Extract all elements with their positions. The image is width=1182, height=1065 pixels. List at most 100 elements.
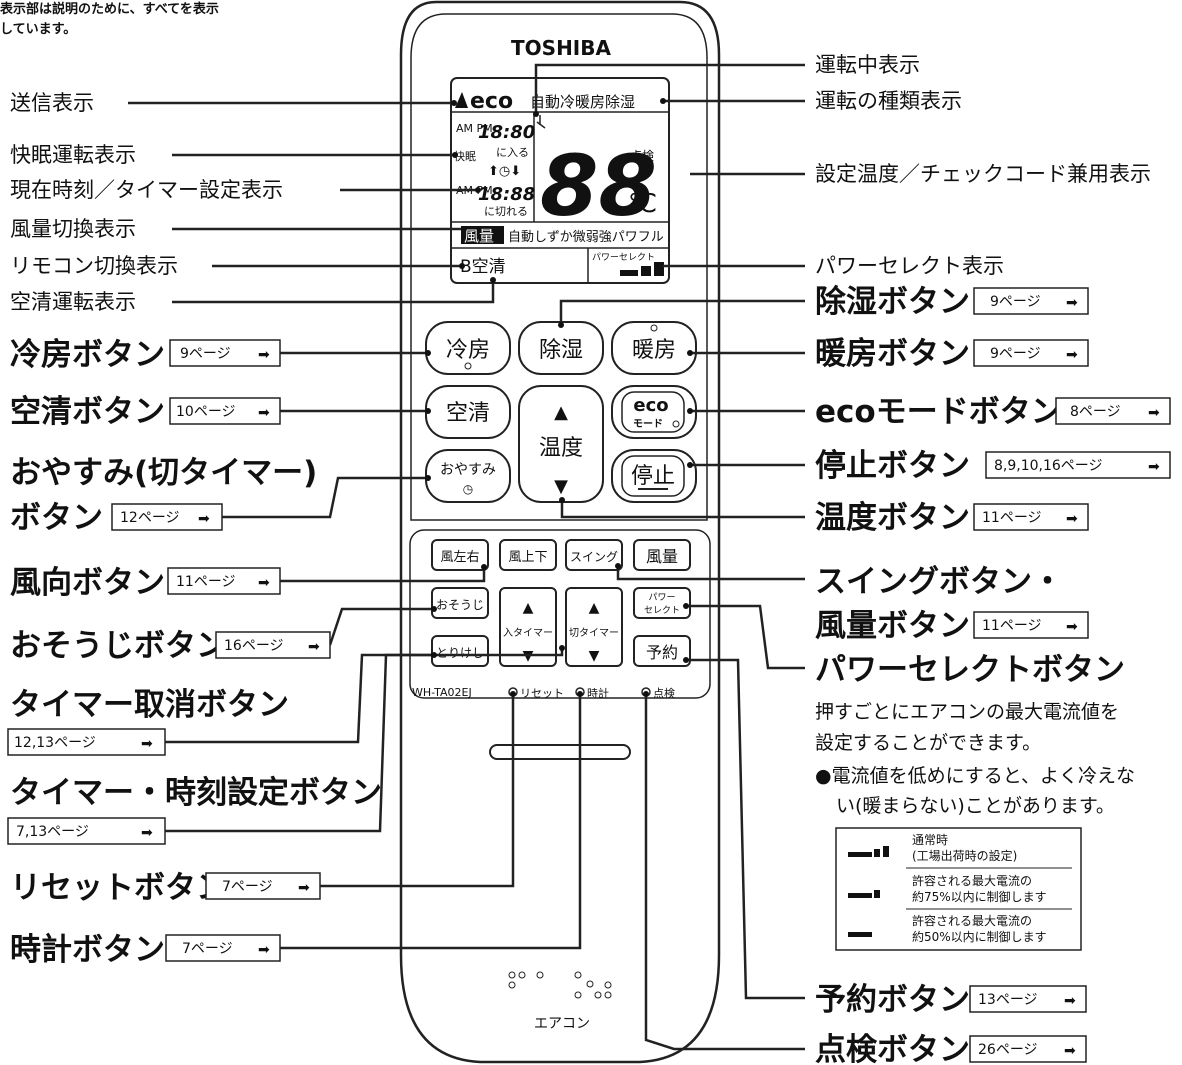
osouji-label: おそうじ xyxy=(436,598,484,612)
label-power-select-display: パワーセレクト表示 xyxy=(815,254,1004,278)
page-ref-reset[interactable]: 7ページ ➡ xyxy=(205,872,321,900)
page-ref-temp[interactable]: 11ページ ➡ xyxy=(973,503,1089,531)
power-desc-bullet-2: い(暖まらない)ことがあります。 xyxy=(836,795,1115,817)
label-fan-direction: 風向ボタン xyxy=(10,565,165,601)
label-power-select-button: パワーセレクトボタン xyxy=(815,652,1125,688)
arrow-right-icon: ➡ xyxy=(308,639,320,655)
lcd-power-bars-icon xyxy=(620,262,664,276)
eco-button-label: eco xyxy=(633,395,668,416)
svg-text:7ページ: 7ページ xyxy=(182,941,233,957)
label-clock-button: 時計ボタン xyxy=(10,932,165,968)
running-icon xyxy=(536,115,546,129)
stop-button[interactable]: 停止 xyxy=(611,449,697,503)
page-ref-check[interactable]: 26ページ ➡ xyxy=(969,1035,1087,1063)
lcd-timer-arrows-icon: ⬆◷⬇ xyxy=(488,164,521,179)
svg-text:11ページ: 11ページ xyxy=(982,510,1042,526)
power-select-legend: 通常時 (工場出荷時の設定) 許容される最大電流の 約75%以内に制御します 許… xyxy=(835,827,1082,951)
power-select-label: パワー xyxy=(648,592,675,603)
arrow-right-icon: ➡ xyxy=(1066,619,1078,635)
label-remote-switch: リモコン切換表示 xyxy=(10,254,178,278)
svg-text:11ページ: 11ページ xyxy=(176,574,236,590)
note-line-1: 表示部は説明のために、すべてを表示 xyxy=(0,1,219,17)
note-line-2: しています。 xyxy=(0,22,76,37)
label-yoyaku-button: 予約ボタン xyxy=(815,982,970,1018)
svg-text:9ページ: 9ページ xyxy=(990,294,1041,310)
page-ref-osouji[interactable]: 16ページ ➡ xyxy=(215,631,331,659)
lcd-kaimin: 快眠 xyxy=(454,150,476,163)
label-swing-1: スイングボタン・ xyxy=(815,564,1063,600)
eco-button[interactable]: eco モード xyxy=(611,385,697,439)
temp-down-icon[interactable]: ▼ xyxy=(554,476,568,497)
page-ref-cool[interactable]: 9ページ ➡ xyxy=(169,339,281,367)
torikeshi-button[interactable]: とりけし xyxy=(431,635,489,667)
power-level-75-icon xyxy=(848,890,880,898)
svg-text:7,13ページ: 7,13ページ xyxy=(16,824,89,840)
svg-text:10ページ: 10ページ xyxy=(176,404,236,420)
oyasumi-button[interactable]: おやすみ ◷ xyxy=(425,449,511,503)
svg-text:12,13ページ: 12,13ページ xyxy=(14,735,96,751)
fan-lr-label: 風左右 xyxy=(440,550,479,565)
page-ref-timer-clock-set[interactable]: 7,13ページ ➡ xyxy=(7,817,166,845)
temp-button[interactable]: ▲ 温度 ▼ xyxy=(518,385,604,503)
oyasumi-button-label: おやすみ xyxy=(440,462,496,478)
on-timer-button[interactable]: ▲ 入タイマー ▼ xyxy=(499,587,557,667)
off-timer-up-icon[interactable]: ▲ xyxy=(589,600,600,616)
osouji-button[interactable]: おそうじ xyxy=(431,587,489,619)
dry-button-label: 除湿 xyxy=(539,338,583,363)
clock-label: 時計 xyxy=(587,686,609,700)
page-ref-clock-button[interactable]: 7ページ ➡ xyxy=(165,934,281,962)
page-ref-fan-direction[interactable]: 11ページ ➡ xyxy=(167,567,281,595)
on-timer-label: 入タイマー xyxy=(503,627,553,639)
fan-volume-button[interactable]: 風量 xyxy=(633,539,691,571)
power-level-100-icon xyxy=(848,846,889,857)
eco-mode-label: モード xyxy=(633,418,663,430)
off-timer-label: 切タイマー xyxy=(569,627,619,639)
lcd-clock-top: 18:80 xyxy=(478,122,535,143)
fan-lr-button[interactable]: 風左右 xyxy=(431,539,489,571)
power-level-50-icon xyxy=(848,932,872,937)
arrow-right-icon: ➡ xyxy=(1066,511,1078,527)
cool-button[interactable]: 冷房 xyxy=(425,321,511,375)
lcd-b-kusei: B空清 xyxy=(460,257,506,277)
off-timer-down-icon[interactable]: ▼ xyxy=(589,648,600,664)
arrow-right-icon: ➡ xyxy=(1148,459,1160,475)
page-ref-air-clean[interactable]: 10ページ ➡ xyxy=(169,397,281,425)
temp-up-icon[interactable]: ▲ xyxy=(554,402,568,423)
lcd-ampm-top: AM PM xyxy=(456,122,493,135)
lcd-iru: に入る xyxy=(496,146,529,159)
bottom-label: エアコン xyxy=(534,1016,590,1032)
legend-2-line-1: 許容される最大電流の xyxy=(912,873,1032,888)
page-ref-stop[interactable]: 8,9,10,16ページ ➡ xyxy=(985,451,1171,479)
heat-button[interactable]: 暖房 xyxy=(611,321,697,375)
lcd-power-select: パワーセレクト xyxy=(592,252,655,263)
fan-ud-label: 風上下 xyxy=(508,550,547,565)
page-ref-yoyaku[interactable]: 13ページ ➡ xyxy=(969,985,1087,1013)
legend-3-line-2: 約50%以内に制御します xyxy=(912,929,1047,944)
arrow-right-icon: ➡ xyxy=(198,511,210,527)
lcd-kiru: に切れる xyxy=(484,205,528,218)
page-ref-heat[interactable]: 9ページ ➡ xyxy=(973,339,1089,367)
label-air-clean-run: 空清運転表示 xyxy=(10,290,136,314)
lcd-temp: 88 xyxy=(540,137,657,235)
lcd-modes: 自動冷暖房除湿 xyxy=(530,93,635,111)
page-ref-dry[interactable]: 9ページ ➡ xyxy=(973,287,1089,315)
page-ref-oyasumi[interactable]: 12ページ ➡ xyxy=(111,503,223,531)
label-cool-button: 冷房ボタン xyxy=(10,337,165,373)
swing-button[interactable]: スイング xyxy=(565,539,623,571)
label-running: 運転中表示 xyxy=(815,53,920,77)
label-stop-button: 停止ボタン xyxy=(815,448,970,484)
label-air-clean-button: 空清ボタン xyxy=(10,394,165,430)
page-ref-timer-cancel[interactable]: 12,13ページ ➡ xyxy=(7,728,166,756)
svg-text:8,9,10,16ページ: 8,9,10,16ページ xyxy=(994,458,1103,474)
yoyaku-button[interactable]: 予約 xyxy=(633,635,691,667)
power-select-button[interactable]: パワー セレクト xyxy=(633,587,691,619)
fan-ud-button[interactable]: 風上下 xyxy=(499,539,557,571)
page-ref-eco[interactable]: 8ページ ➡ xyxy=(1055,397,1171,425)
model-number: WH-TA02EJ xyxy=(412,686,472,699)
air-clean-button[interactable]: 空清 xyxy=(425,385,511,439)
off-timer-button[interactable]: ▲ 切タイマー ▼ xyxy=(565,587,623,667)
page-ref-swing[interactable]: 11ページ ➡ xyxy=(973,611,1089,639)
heat-button-label: 暖房 xyxy=(632,338,676,363)
on-timer-up-icon[interactable]: ▲ xyxy=(523,600,534,616)
dry-button[interactable]: 除湿 xyxy=(518,321,604,375)
